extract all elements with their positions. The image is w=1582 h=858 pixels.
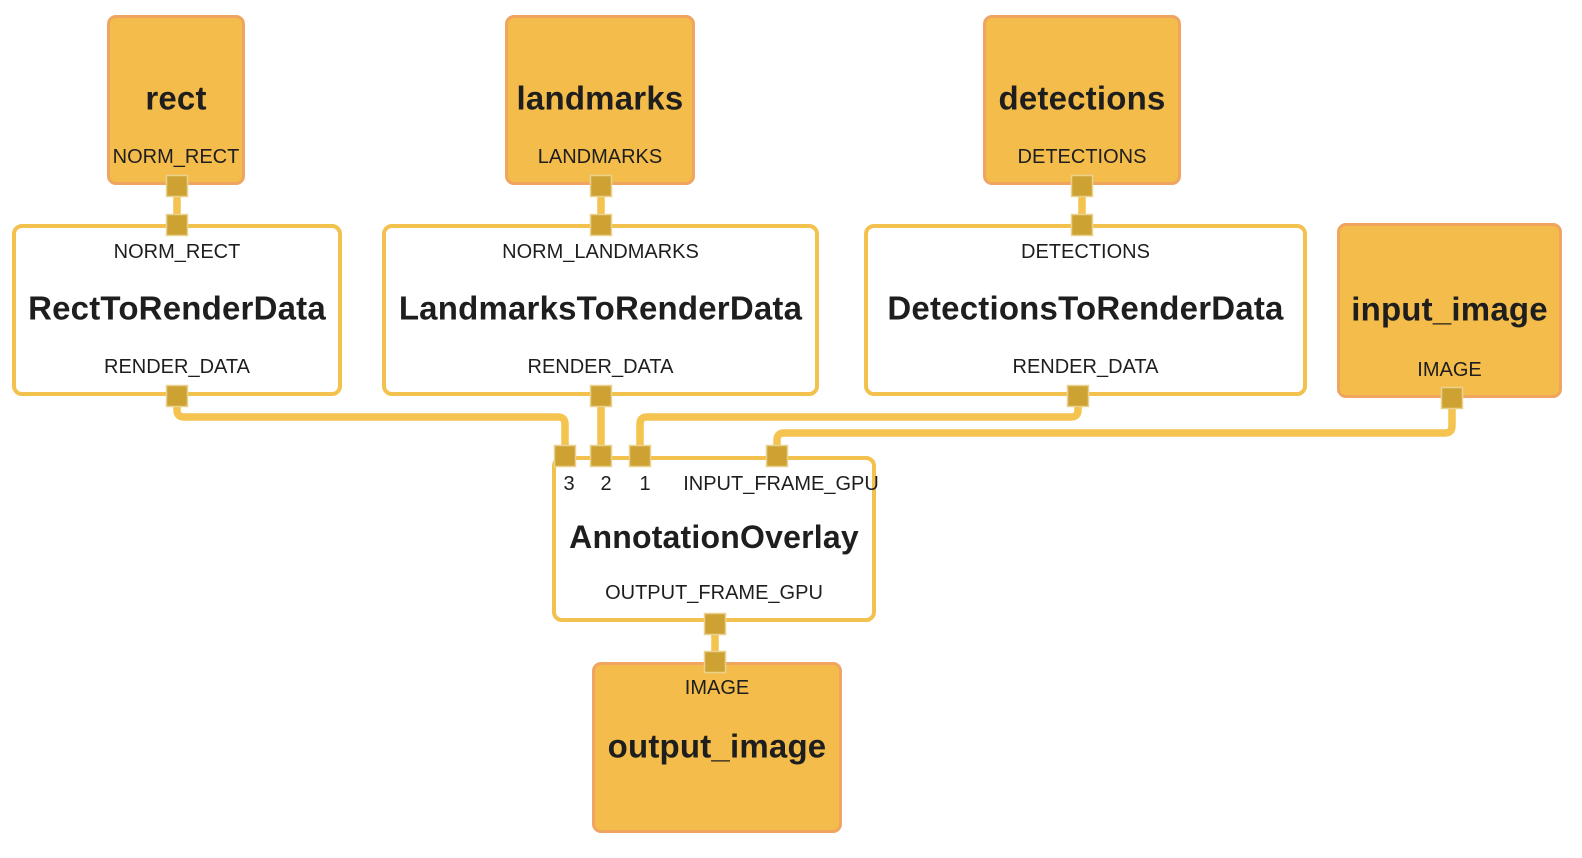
node-landmarks[interactable]: landmarks LANDMARKS [505, 15, 695, 185]
output-stream-label: LANDMARKS [537, 146, 663, 168]
output-port-label: OUTPUT_FRAME_GPU [605, 582, 823, 604]
node-rect-to-render-data[interactable]: NORM_RECT RectToRenderData RENDER_DATA [12, 224, 342, 396]
node-title: landmarks [516, 79, 684, 117]
input-port-label-2: 2 [600, 473, 612, 495]
input-port-label-1: 1 [639, 473, 651, 495]
output-port-label: RENDER_DATA [104, 356, 250, 378]
node-input-image[interactable]: input_image IMAGE [1337, 223, 1562, 398]
edge-inputimage-to-annotationoverlay-inputframegpu [773, 398, 1456, 456]
input-port-label: NORM_RECT [113, 241, 241, 263]
node-title: output_image [607, 726, 827, 764]
edge-recttorenderdata-to-annotationoverlay-3 [173, 396, 569, 456]
node-annotation-overlay[interactable]: 3 2 1 INPUT_FRAME_GPU AnnotationOverlay … [552, 456, 879, 622]
output-port-label: RENDER_DATA [527, 356, 674, 378]
node-title: rect [145, 79, 207, 117]
node-title: LandmarksToRenderData [398, 289, 803, 327]
input-port-label: DETECTIONS [1021, 241, 1150, 263]
node-title: RectToRenderData [28, 289, 326, 327]
node-title: detections [998, 79, 1166, 117]
input-port-label: NORM_LANDMARKS [502, 241, 699, 263]
output-stream-label: IMAGE [1417, 359, 1482, 381]
node-title: DetectionsToRenderData [887, 289, 1284, 327]
node-detections-to-render-data[interactable]: DETECTIONS DetectionsToRenderData RENDER… [864, 224, 1307, 396]
node-title: input_image [1351, 289, 1548, 327]
edge-detectionstorenderdata-to-annotationoverlay-1 [636, 396, 1082, 456]
output-port-label: RENDER_DATA [1012, 356, 1159, 378]
output-stream-label: NORM_RECT [112, 146, 240, 168]
input-stream-label: IMAGE [684, 677, 750, 699]
node-landmarks-to-render-data[interactable]: NORM_LANDMARKS LandmarksToRenderData REN… [382, 224, 819, 396]
output-stream-label: DETECTIONS [1017, 146, 1147, 168]
input-port-label-3: 3 [563, 473, 575, 495]
node-detections[interactable]: detections DETECTIONS [983, 15, 1181, 185]
node-output-image[interactable]: IMAGE output_image [592, 662, 842, 833]
node-title: AnnotationOverlay [569, 519, 859, 556]
node-rect[interactable]: rect NORM_RECT [107, 15, 245, 185]
input-port-label-frame-gpu: INPUT_FRAME_GPU [683, 473, 879, 495]
